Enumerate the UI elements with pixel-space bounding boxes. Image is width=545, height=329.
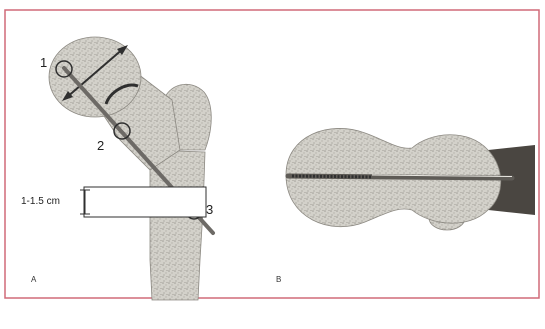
label-panel-a: A <box>31 276 36 284</box>
label-range: 1-1.5 cm <box>21 197 60 207</box>
label-entry-point: 1 <box>40 56 47 69</box>
label-neck-point: 2 <box>97 139 104 152</box>
screw-thread <box>292 176 372 177</box>
label-exit-point: 3 <box>206 203 213 216</box>
label-panel-b: B <box>276 276 281 284</box>
range-bracket-box <box>84 187 206 217</box>
